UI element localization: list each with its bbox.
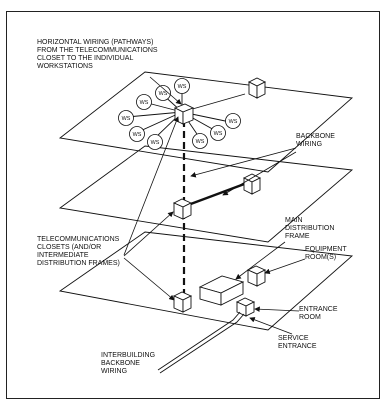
svg-text:WIRING: WIRING: [101, 368, 127, 375]
svg-text:WS: WS: [229, 119, 238, 125]
floor-middle: [58, 145, 354, 243]
label-service-entrance: SERVICE ENTRANCE: [278, 335, 317, 350]
label-horizontal-wiring: HORIZONTAL WIRING (PATHWAYS) FROM THE TE…: [37, 39, 158, 70]
svg-text:INTERMEDIATE: INTERMEDIATE: [37, 252, 89, 259]
label-main-distribution-frame: MAIN DISTRIBUTION FRAME: [285, 217, 334, 240]
svg-text:FRAME: FRAME: [285, 233, 310, 240]
svg-text:ROOM(S): ROOM(S): [305, 254, 336, 261]
svg-text:WS: WS: [178, 84, 187, 90]
diagram-border: [6, 11, 380, 399]
svg-text:TELECOMMUNICATIONS: TELECOMMUNICATIONS: [37, 236, 120, 243]
svg-text:WS: WS: [133, 132, 142, 138]
svg-text:ENTRANCE: ENTRANCE: [299, 306, 338, 313]
svg-text:DISTRIBUTION: DISTRIBUTION: [285, 225, 334, 232]
closet-box-bottom: [172, 291, 193, 313]
label-interbuilding-backbone: INTERBUILDING BACKBONE WIRING: [101, 352, 155, 375]
svg-text:INTERBUILDING: INTERBUILDING: [101, 352, 155, 359]
interbuilding-cable: [157, 311, 245, 374]
svg-text:WORKSTATIONS: WORKSTATIONS: [37, 63, 93, 70]
closet-box-top: [173, 103, 195, 125]
svg-text:HORIZONTAL WIRING (PATHWAYS): HORIZONTAL WIRING (PATHWAYS): [37, 39, 153, 46]
equipment-box-middle-right: [242, 173, 262, 195]
svg-text:SERVICE: SERVICE: [278, 335, 309, 342]
label-equipment-rooms: EQUIPMENT ROOM(S): [305, 246, 347, 261]
workstation-icon: WS: [210, 125, 226, 141]
workstation-icon: WS: [225, 113, 241, 129]
equipment-box-top-right: [247, 77, 267, 99]
svg-text:WS: WS: [122, 116, 131, 122]
workstation-icon: WS: [136, 94, 152, 110]
closet-box-middle: [172, 198, 193, 220]
svg-text:WS: WS: [140, 100, 149, 106]
workstation-icon: WS: [192, 133, 208, 149]
svg-text:CLOSETS (AND/OR: CLOSETS (AND/OR: [37, 244, 101, 251]
svg-text:WIRING: WIRING: [296, 141, 322, 148]
workstations: WS WS WS WS WS WS WS WS WS: [118, 78, 241, 150]
equipment-room-box: [246, 265, 267, 287]
workstation-icon: WS: [129, 126, 145, 142]
svg-text:DISTRIBUTION FRAMES): DISTRIBUTION FRAMES): [37, 260, 120, 267]
entrance-room-box: [235, 297, 256, 317]
svg-text:BACKBONE: BACKBONE: [101, 360, 140, 367]
svg-text:EQUIPMENT: EQUIPMENT: [305, 246, 347, 253]
label-backbone-wiring: BACKBONE WIRING: [296, 133, 335, 148]
workstation-icon: WS: [174, 78, 190, 94]
floor-bottom: [58, 231, 354, 331]
floor-top: [58, 71, 354, 173]
workstation-icon: WS: [147, 134, 163, 150]
main-distribution-frame-box: [198, 275, 245, 306]
svg-text:WS: WS: [159, 91, 168, 97]
workstation-icon: WS: [155, 85, 171, 101]
workstation-icon: WS: [118, 110, 134, 126]
label-entrance-room: ENTRANCE ROOM: [299, 306, 338, 321]
svg-text:ENTRANCE: ENTRANCE: [278, 343, 317, 350]
svg-text:CLOSET TO THE INDIVIDUAL: CLOSET TO THE INDIVIDUAL: [37, 55, 133, 62]
svg-text:BACKBONE: BACKBONE: [296, 133, 335, 140]
leader-lines: [123, 76, 306, 335]
svg-text:MAIN: MAIN: [285, 217, 303, 224]
svg-text:ROOM: ROOM: [299, 314, 321, 321]
svg-text:WS: WS: [151, 140, 160, 146]
svg-text:WS: WS: [196, 139, 205, 145]
svg-text:WS: WS: [214, 131, 223, 137]
label-telecom-closets: TELECOMMUNICATIONS CLOSETS (AND/OR INTER…: [37, 236, 120, 267]
svg-text:FROM THE TELECOMMUNICATIONS: FROM THE TELECOMMUNICATIONS: [37, 47, 158, 54]
